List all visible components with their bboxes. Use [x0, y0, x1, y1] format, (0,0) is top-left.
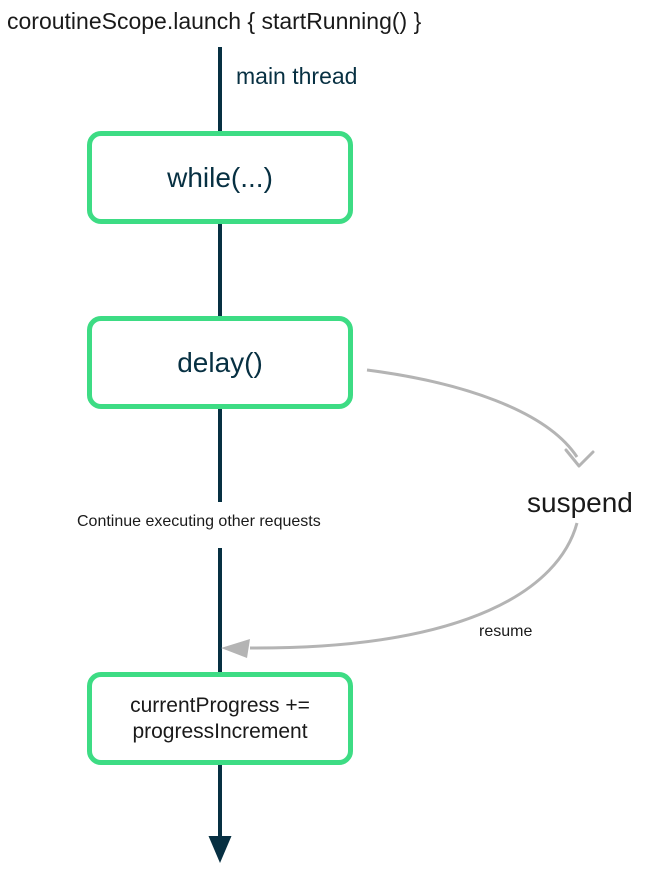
while-box-label: while(...) [167, 161, 273, 193]
while-box: while(...) [87, 131, 353, 224]
resume-label: resume [479, 623, 533, 640]
delay-box: delay() [87, 316, 353, 409]
resume-curve-arrow [249, 522, 579, 650]
main-thread-arrowhead [208, 836, 232, 863]
code-launch-title: coroutineScope.launch { startRunning() } [7, 8, 422, 34]
delay-box-label: delay() [177, 346, 263, 378]
suspend-curve-arrow [366, 368, 579, 458]
progress-box: currentProgress += progressIncrement [87, 672, 353, 765]
progress-box-line2: progressIncrement [132, 719, 308, 743]
resume-curve-arrowhead [221, 639, 250, 658]
suspend-label: suspend [527, 487, 633, 518]
suspend-curve-arrowhead [564, 448, 595, 468]
main-thread-label: main thread [236, 63, 358, 89]
progress-box-line1: currentProgress += [130, 693, 310, 717]
continue-executing-label: Continue executing other requests [77, 513, 321, 530]
